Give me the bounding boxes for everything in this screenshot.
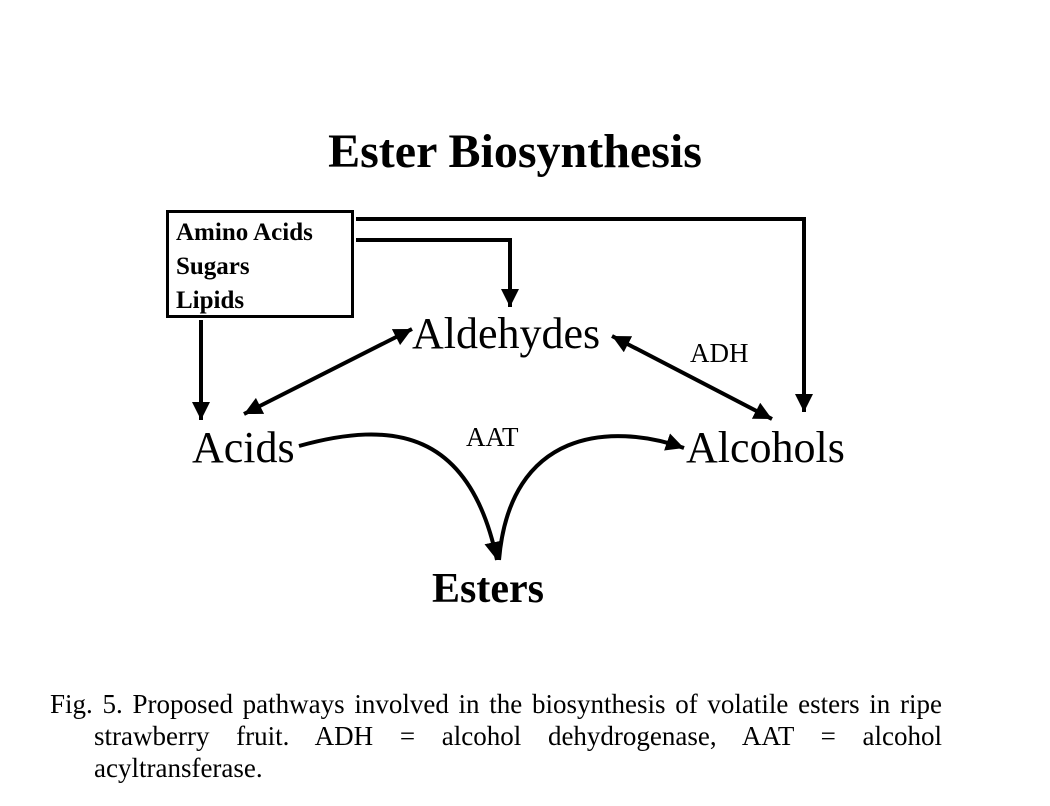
arrow-esters-to-alcohols — [497, 433, 685, 561]
source-box: Amino Acids Sugars Lipids — [166, 210, 354, 318]
figure-caption: Fig. 5. Proposed pathways involved in th… — [50, 689, 942, 783]
arrow-sources-to-aldehydes — [356, 238, 519, 307]
node-alcohols: Alcohols — [686, 423, 845, 472]
source-amino-acids: Amino Acids — [176, 219, 313, 246]
node-esters: Esters — [432, 566, 544, 612]
diagram-title: Ester Biosynthesis — [328, 125, 702, 178]
node-acids: Acids — [192, 423, 295, 472]
source-lipids: Lipids — [176, 287, 245, 314]
node-aldehydes: Aldehydes — [412, 309, 601, 358]
source-sugars: Sugars — [176, 253, 250, 280]
arrow-acids-to-esters — [298, 432, 503, 561]
arrow-acids-aldehydes — [243, 327, 413, 416]
arrow-sources-to-alcohols — [356, 217, 813, 412]
label-aat: AAT — [466, 422, 519, 452]
arrow-aldehydes-alcohols — [611, 334, 773, 421]
